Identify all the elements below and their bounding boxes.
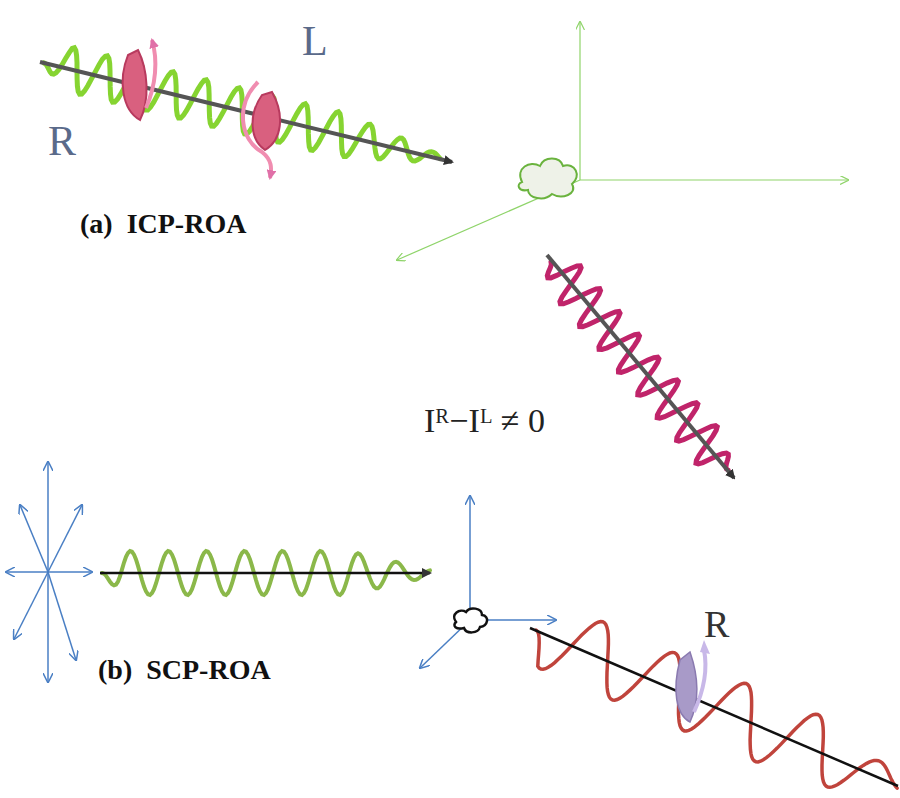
- polarization-label: R: [704, 605, 729, 643]
- sample-cloud: [519, 159, 577, 199]
- panel-title: (a) ICP-ROA: [80, 210, 246, 238]
- intensity-equation: Iᴿ−Iᴸ ≠ 0: [424, 404, 545, 438]
- panel-title: (b) SCP-ROA: [98, 656, 271, 684]
- helix-ribbon: [676, 640, 710, 722]
- axes: [397, 22, 848, 260]
- sample-cloud: [454, 608, 487, 632]
- beam-axis: [530, 628, 898, 786]
- beam-axis: [100, 572, 430, 575]
- beam-axis: [40, 62, 452, 162]
- polarization-label: L: [302, 20, 328, 62]
- polarization-star: [6, 462, 92, 682]
- axes: [420, 496, 556, 668]
- beam-axis: [547, 255, 734, 478]
- helix-ribbon: [123, 40, 156, 120]
- helix-ribbon: [243, 82, 280, 178]
- polarization-label: R: [48, 120, 76, 162]
